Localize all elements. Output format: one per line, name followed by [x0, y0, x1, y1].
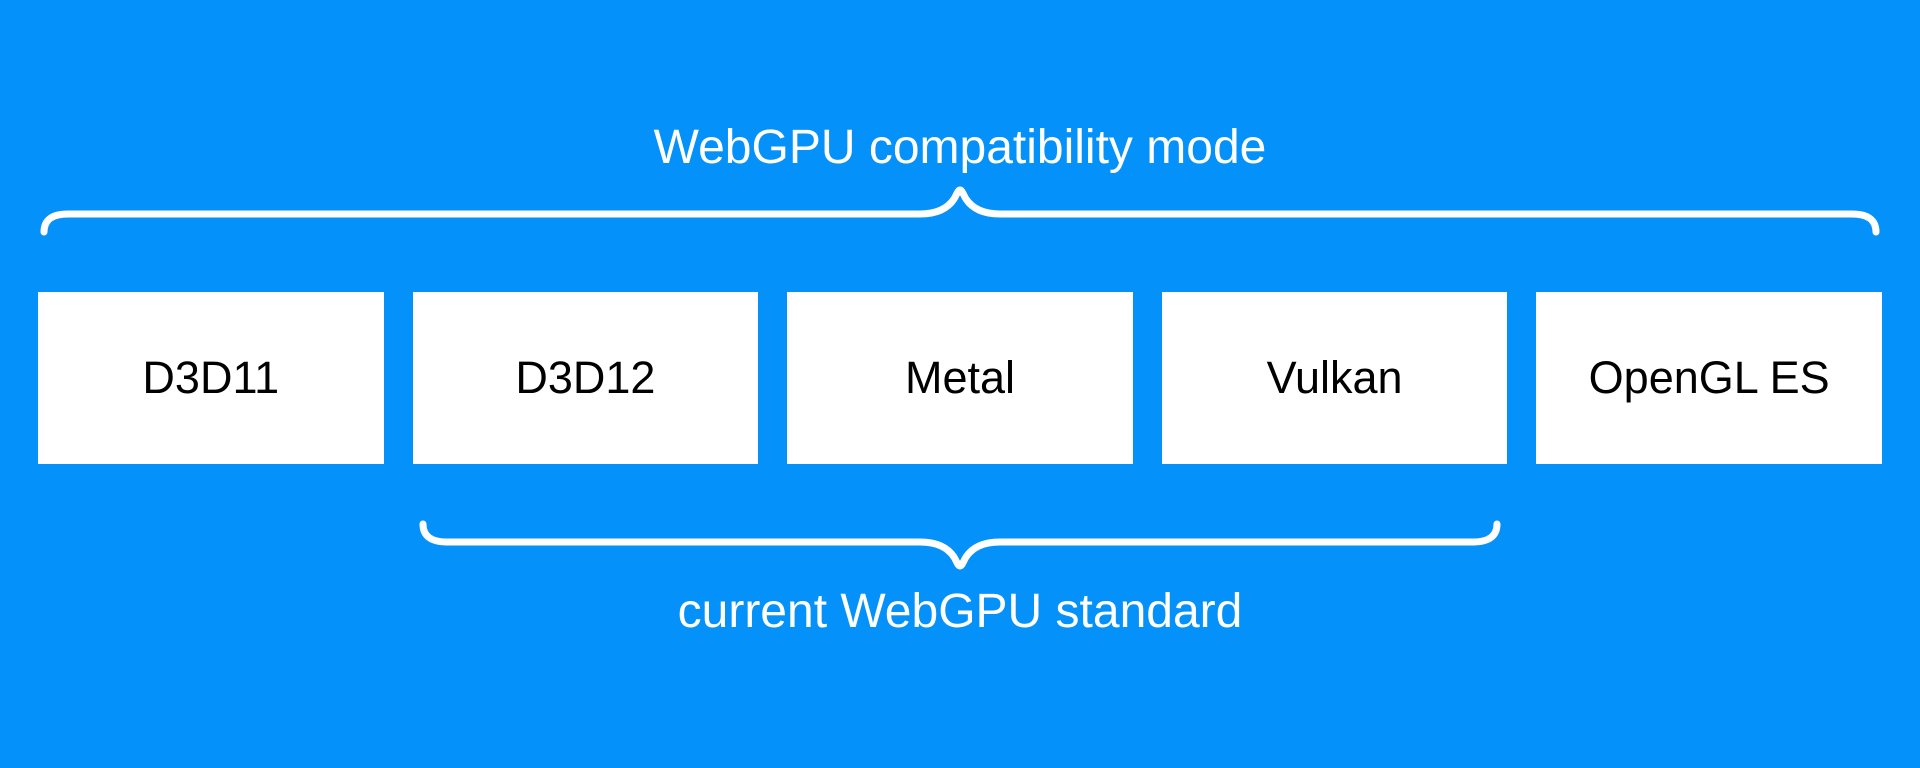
api-boxes-row: D3D11 D3D12 Metal Vulkan OpenGL ES: [38, 292, 1882, 464]
api-box-label: D3D12: [515, 352, 656, 403]
api-box-label: Vulkan: [1266, 352, 1403, 403]
top-brace: [40, 186, 1880, 236]
api-box-opengl-es: OpenGL ES: [1536, 292, 1882, 464]
api-box-label: OpenGL ES: [1588, 352, 1830, 403]
api-box-d3d11: D3D11: [38, 292, 384, 464]
api-box-metal: Metal: [787, 292, 1133, 464]
top-brace-label: WebGPU compatibility mode: [653, 121, 1267, 174]
bottom-brace-label: current WebGPU standard: [677, 585, 1243, 638]
api-box-d3d12: D3D12: [412, 292, 759, 464]
api-box-label: Metal: [904, 352, 1015, 403]
bottom-brace: [419, 520, 1501, 570]
api-box-vulkan: Vulkan: [1161, 292, 1508, 464]
api-box-label: D3D11: [142, 352, 280, 403]
